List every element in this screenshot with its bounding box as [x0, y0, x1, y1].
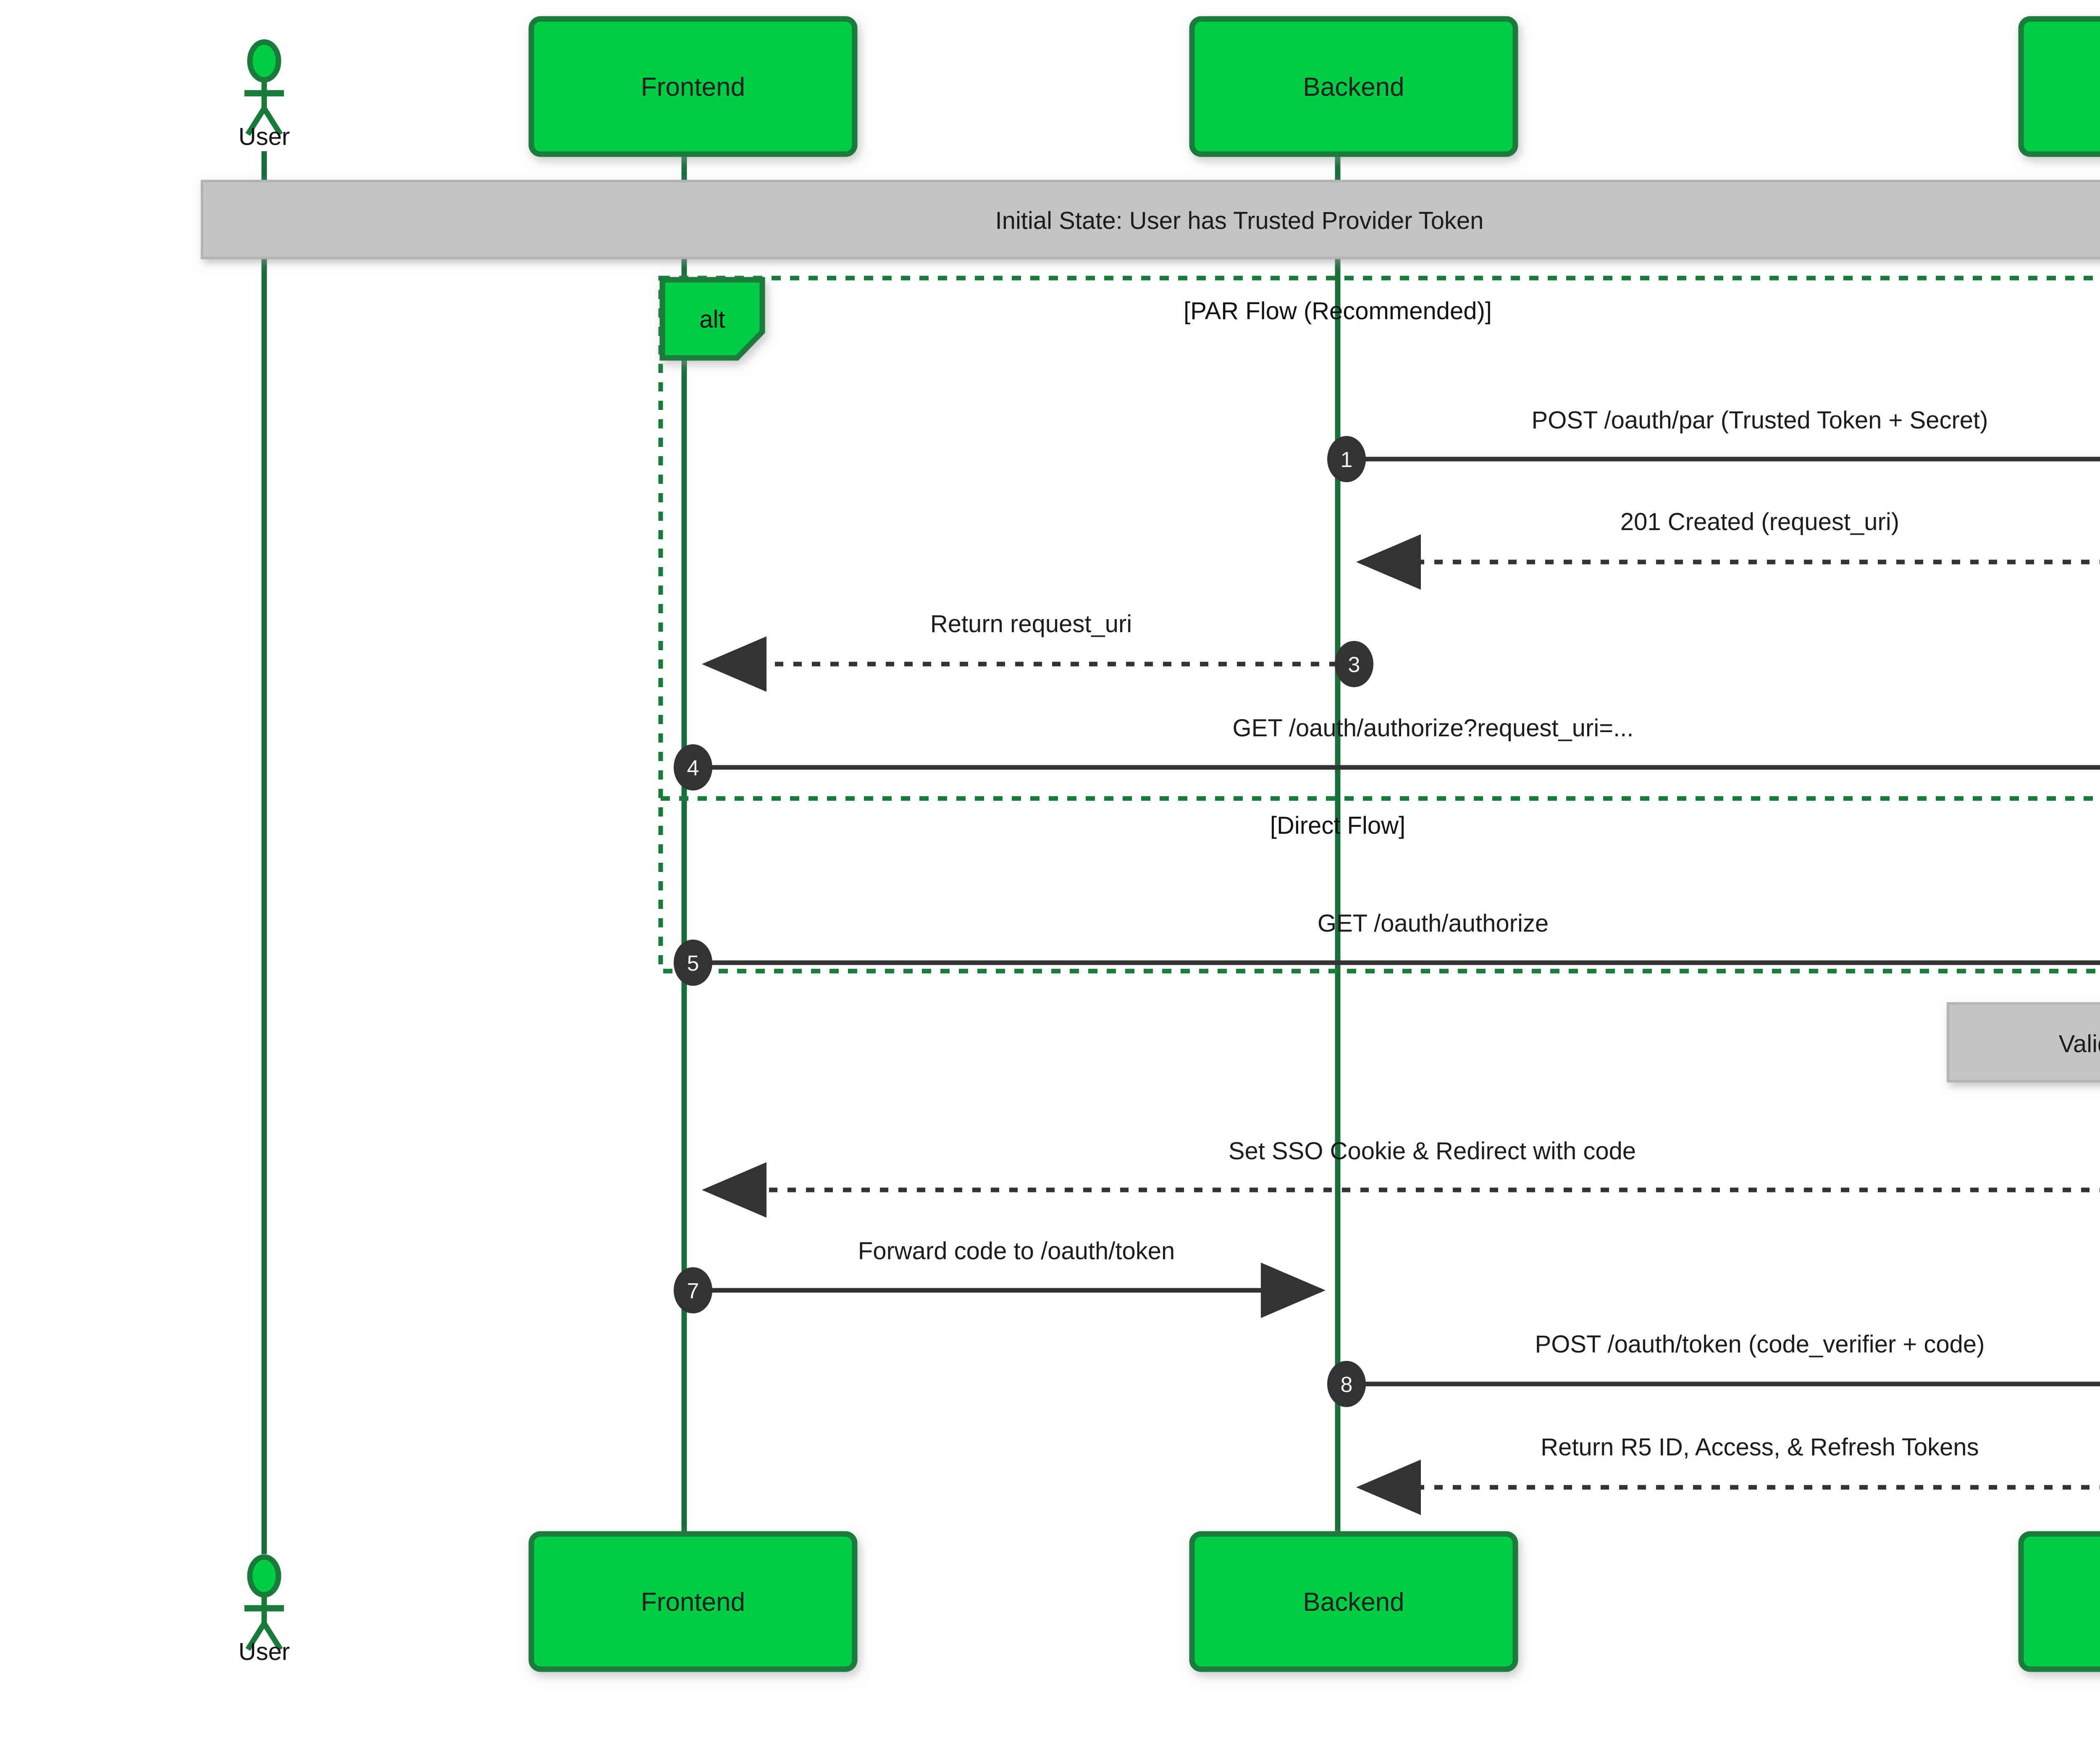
participant-backend-top[interactable]: Backend	[1189, 16, 1518, 157]
participant-label-backend-bottom: Backend	[1303, 1588, 1404, 1617]
alt-keyword-tab	[659, 277, 765, 361]
message-7-label: Forward code to /oauth/token	[858, 1237, 1175, 1265]
message-5-label: GET /oauth/authorize	[1318, 910, 1549, 937]
actor-legs-icon-bottom	[245, 1622, 283, 1651]
message-4-label: GET /oauth/authorize?request_uri=...	[1233, 714, 1634, 742]
message-4-seq: 4	[687, 756, 699, 780]
note-initial-state-box	[201, 180, 2100, 259]
participant-box-frontend-top[interactable]	[528, 16, 858, 157]
message-3[interactable]: Return request_uri 3	[702, 610, 1373, 692]
message-1-badge	[1327, 436, 1366, 482]
message-6-label: Set SSO Cookie & Redirect with code	[1228, 1137, 1636, 1165]
alt-section-1-label: [PAR Flow (Recommended)]	[1184, 297, 1492, 325]
participant-box-reachfive-bottom[interactable]	[2018, 1531, 2100, 1672]
participant-reachfive-top[interactable]: ReachFive	[2018, 16, 2100, 157]
participant-user-bottom[interactable]: User	[239, 1554, 290, 1665]
alt-frame-border	[658, 276, 2100, 974]
alt-keyword-label: alt	[699, 306, 725, 333]
participant-label-frontend-top: Frontend	[641, 73, 745, 102]
message-8[interactable]: POST /oauth/token (code_verifier + code)…	[1327, 1331, 2100, 1407]
participant-label-frontend-bottom: Frontend	[641, 1588, 745, 1617]
message-7[interactable]: Forward code to /oauth/token 7	[674, 1237, 1326, 1318]
message-4[interactable]: GET /oauth/authorize?request_uri=... 4	[674, 714, 2100, 790]
participant-box-reachfive-top[interactable]	[2018, 16, 2100, 157]
participant-label-user-top: User	[239, 123, 290, 150]
message-8-seq: 8	[1341, 1373, 1353, 1397]
message-3-badge	[1335, 641, 1373, 687]
message-8-label: POST /oauth/token (code_verifier + code)	[1535, 1331, 1985, 1358]
actor-legs-icon	[245, 107, 283, 136]
message-9-label: Return R5 ID, Access, & Refresh Tokens	[1541, 1434, 1979, 1461]
participant-reachfive-bottom[interactable]: ReachFive	[2018, 1531, 2100, 1672]
message-7-badge	[674, 1267, 712, 1313]
participant-backend-bottom[interactable]: Backend	[1189, 1531, 1518, 1672]
participant-box-backend-top[interactable]	[1189, 16, 1518, 157]
message-7-seq: 7	[687, 1279, 699, 1303]
note-validates-token-text: Validates external token.	[2059, 1030, 2100, 1058]
participant-label-backend-top: Backend	[1303, 73, 1404, 102]
message-1-label: POST /oauth/par (Trusted Token + Secret)	[1532, 407, 1988, 434]
actor-head-icon	[247, 39, 281, 83]
note-validates-token-box	[1947, 1002, 2100, 1082]
participant-label-user-bottom: User	[239, 1638, 290, 1665]
participant-box-frontend-bottom[interactable]	[528, 1531, 858, 1672]
alt-frame: alt [PAR Flow (Recommended)] [Direct Flo…	[658, 276, 2100, 974]
message-5-seq: 5	[687, 951, 699, 976]
participant-frontend-bottom[interactable]: Frontend	[528, 1531, 858, 1672]
alt-section-2-label: [Direct Flow]	[1270, 812, 1405, 839]
note-validates-token: Validates external token.	[1947, 1002, 2100, 1082]
message-3-label: Return request_uri	[930, 610, 1132, 638]
message-2[interactable]: 201 Created (request_uri) 2	[1356, 508, 2100, 590]
message-5-badge	[674, 940, 712, 986]
actor-head-icon-bottom	[247, 1554, 281, 1598]
message-6[interactable]: Set SSO Cookie & Redirect with code 6	[702, 1137, 2100, 1218]
message-5[interactable]: GET /oauth/authorize 5	[674, 910, 2100, 986]
message-4-badge	[674, 744, 712, 790]
message-1-seq: 1	[1341, 448, 1353, 472]
message-8-badge	[1327, 1361, 1366, 1407]
note-initial-state-text: Initial State: User has Trusted Provider…	[995, 207, 1484, 234]
message-2-label: 201 Created (request_uri)	[1620, 508, 1899, 536]
participant-box-backend-bottom[interactable]	[1189, 1531, 1518, 1672]
message-3-seq: 3	[1348, 653, 1360, 677]
note-initial-state: Initial State: User has Trusted Provider…	[201, 180, 2100, 259]
message-9[interactable]: Return R5 ID, Access, & Refresh Tokens 9	[1356, 1434, 2100, 1515]
message-1[interactable]: POST /oauth/par (Trusted Token + Secret)…	[1327, 407, 2100, 482]
participant-user-top[interactable]: User	[239, 39, 290, 150]
participant-frontend-top[interactable]: Frontend	[528, 16, 858, 157]
